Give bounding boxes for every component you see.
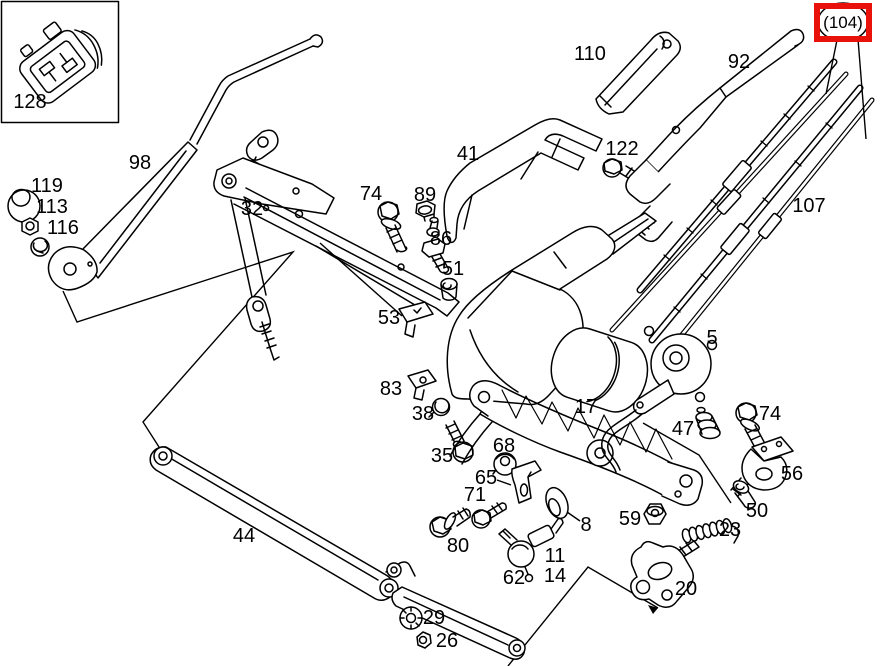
callout-122[interactable]: 122 <box>605 138 638 160</box>
part-5-wiper-motor <box>550 325 718 473</box>
part-23-spring <box>681 518 740 544</box>
part-50-sleeve <box>732 480 757 509</box>
part-65-bracket <box>511 460 542 504</box>
part-98-wiper-arm <box>47 34 324 291</box>
callout-89[interactable]: 89 <box>414 184 436 206</box>
part-83-clip <box>407 369 437 401</box>
callout-38[interactable]: 38 <box>412 403 434 425</box>
callout-119[interactable]: 119 <box>31 175 63 197</box>
callout-29[interactable]: 29 <box>423 607 445 629</box>
callout-41[interactable]: 41 <box>457 143 479 165</box>
part-71-bolt <box>471 502 507 529</box>
callout-47[interactable]: 47 <box>672 418 694 440</box>
part-29-washer <box>399 606 423 630</box>
part-80-bolt <box>429 507 471 538</box>
part-68-cap-nut <box>492 452 518 476</box>
part-41-cover <box>443 117 603 244</box>
callout-83[interactable]: 83 <box>380 378 402 400</box>
leader-frame-to-sleeve <box>642 422 732 504</box>
part-107-wiper-blades <box>609 58 875 355</box>
callout-11[interactable]: 11 <box>545 545 566 567</box>
callout-59[interactable]: 59 <box>619 508 641 530</box>
callout-23[interactable]: 23 <box>719 519 741 541</box>
callout-104-highlighted[interactable]: (104) <box>814 2 872 140</box>
part-116-cap <box>30 237 50 257</box>
callout-5[interactable]: 5 <box>706 327 717 349</box>
leader-65 <box>496 479 512 486</box>
part-17-frame <box>449 380 704 506</box>
part-8-seal <box>545 486 569 520</box>
part-56-mount <box>730 436 794 497</box>
callout-14[interactable]: 14 <box>544 565 566 587</box>
callout-74[interactable]: 74 <box>759 403 781 425</box>
part-59-nut <box>643 503 667 525</box>
leader-arm-to-rod <box>62 250 296 448</box>
part-32-bracket-assembly <box>213 129 460 361</box>
callout-56[interactable]: 56 <box>781 463 803 485</box>
arrowhead <box>648 605 658 614</box>
callout-26[interactable]: 26 <box>436 630 458 652</box>
part-74-bolt-right <box>735 402 772 460</box>
part-119-cap <box>7 188 41 223</box>
part-86-valve <box>421 216 450 274</box>
callout-35[interactable]: 35 <box>431 445 453 467</box>
part-38-grommet <box>428 397 451 418</box>
callout-107[interactable]: 107 <box>792 195 825 217</box>
callout-50[interactable]: 50 <box>746 500 768 522</box>
part-62-ball-stud <box>498 528 535 583</box>
part-128-connector <box>0 0 120 124</box>
callout-74[interactable]: 74 <box>360 183 382 205</box>
callout-8[interactable]: 8 <box>580 514 591 536</box>
callout-32[interactable]: 32 <box>241 198 263 220</box>
part-44-linkage-rod <box>149 446 526 660</box>
callout-51[interactable]: 51 <box>442 258 464 280</box>
leader-8 <box>566 511 581 522</box>
part-89-nut <box>415 200 436 222</box>
callout-65[interactable]: 65 <box>475 467 497 489</box>
callout-104-leaders <box>825 38 867 140</box>
part-74-bolt-left <box>377 201 408 253</box>
part-47-grommet-stack <box>695 406 721 440</box>
callout-92[interactable]: 92 <box>728 51 750 73</box>
callout-116[interactable]: 116 <box>47 217 79 239</box>
part-110-cover-cap <box>595 31 681 115</box>
callout-53[interactable]: 53 <box>378 307 400 329</box>
callout-86[interactable]: 86 <box>430 228 452 250</box>
callout-20[interactable]: 20 <box>675 578 697 600</box>
callout-128[interactable]: 128 <box>13 91 46 113</box>
callout-44[interactable]: 44 <box>233 525 255 547</box>
callout-98[interactable]: 98 <box>129 152 151 174</box>
inset-box-border <box>0 0 120 124</box>
callout-62[interactable]: 62 <box>503 567 525 589</box>
part-53-clip <box>398 301 434 338</box>
part-51-bushing <box>440 277 458 301</box>
callout-68[interactable]: 68 <box>493 435 515 457</box>
callout-17[interactable]: 17 <box>575 396 597 418</box>
part-20-bracket <box>630 540 700 608</box>
part-26-nut <box>416 631 432 649</box>
callout-113[interactable]: 113 <box>36 196 68 218</box>
callout-71[interactable]: 71 <box>464 484 486 506</box>
highlight-box <box>814 3 872 42</box>
part-113-nut <box>21 217 39 236</box>
callout-110[interactable]: 110 <box>574 43 606 65</box>
callout-80[interactable]: 80 <box>447 535 469 557</box>
part-11-14-stud <box>527 517 564 548</box>
callout-104-label[interactable]: (104) <box>823 13 863 32</box>
